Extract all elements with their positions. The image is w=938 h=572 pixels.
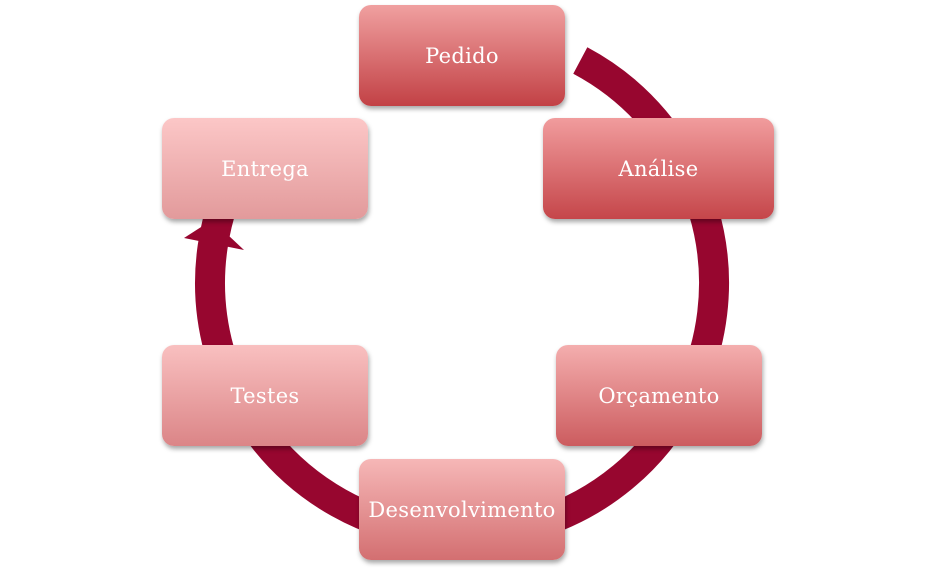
step-pedido-label: Pedido bbox=[425, 43, 499, 68]
cycle-arrow-head bbox=[184, 220, 244, 250]
step-orcamento: Orçamento bbox=[556, 345, 762, 446]
step-desenvolvimento: Desenvolvimento bbox=[359, 459, 565, 560]
step-testes-label: Testes bbox=[230, 383, 300, 408]
step-orcamento-label: Orçamento bbox=[598, 383, 720, 408]
step-analise-label: Análise bbox=[618, 156, 699, 181]
step-pedido: Pedido bbox=[359, 5, 565, 106]
step-entrega-label: Entrega bbox=[221, 156, 309, 181]
step-analise: Análise bbox=[543, 118, 774, 219]
step-desenvolvimento-label: Desenvolvimento bbox=[368, 497, 556, 522]
step-entrega: Entrega bbox=[162, 118, 368, 219]
step-testes: Testes bbox=[162, 345, 368, 446]
